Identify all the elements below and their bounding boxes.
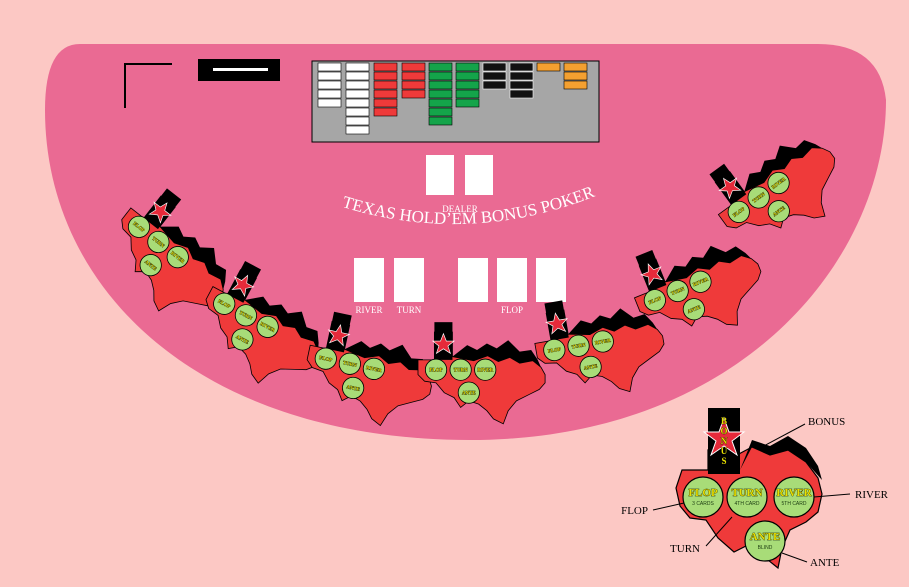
chip-orange [564,81,587,89]
legend-river-text: RIVER [776,487,813,499]
chip-white [318,72,341,80]
chip-black [483,72,506,80]
chip-green [429,117,452,125]
chip-orange [564,63,587,71]
chip-red [374,81,397,89]
chip-white [318,99,341,107]
chip-black [510,63,533,71]
legend-turn-text: TURN [731,487,762,499]
chip-white [346,72,369,80]
chip-red [374,99,397,107]
chip-black [510,72,533,80]
chip-red [374,90,397,98]
chip-black [483,81,506,89]
legend-turn-label: TURN [670,543,700,555]
river-card-box [354,258,384,302]
flop-card-box-1 [458,258,488,302]
chip-red [374,72,397,80]
chip-white [318,90,341,98]
dealer-card-box-2 [465,155,493,195]
chip-green [429,63,452,71]
legend-river-sub: 5TH CARD [781,501,806,507]
chip-green [456,99,479,107]
legend-bonus-b: B [721,416,727,426]
chip-red [402,90,425,98]
chip-white [346,126,369,134]
chip-green [456,90,479,98]
legend-flop-text: FLOP [688,487,718,499]
chip-green [429,108,452,116]
flop-card-box-2 [497,258,527,302]
legend-river-label: RIVER [855,489,889,501]
dealer-card-box-1 [426,155,454,195]
legend-ante-label: ANTE [810,557,840,569]
chip-white [346,99,369,107]
chip-green [456,81,479,89]
chip-white [346,81,369,89]
chip-black [483,63,506,71]
chip-red [374,108,397,116]
svg-text:N: N [721,436,728,446]
chip-black [510,81,533,89]
chip-orange [537,63,560,71]
legend-bonus-label: BONUS [808,416,845,428]
legend-flop-label: FLOP [621,505,648,517]
chip-green [456,72,479,80]
chip-white [346,108,369,116]
svg-text:S: S [721,456,726,466]
legend-flop-sub: 3 CARDS [692,501,714,507]
chip-green [429,72,452,80]
chip-red [402,63,425,71]
flop-card-box-3 [536,258,566,302]
chip-red [402,81,425,89]
chip-white [318,81,341,89]
chip-green [456,63,479,71]
svg-text:U: U [721,446,728,456]
chip-white [346,90,369,98]
turn-label: TURN [397,305,422,315]
river-label: RIVER [356,305,383,315]
chip-green [429,99,452,107]
turn-card-box [394,258,424,302]
svg-text:O: O [720,426,727,436]
chip-green [429,81,452,89]
chip-red [402,72,425,80]
chip-red [374,63,397,71]
chip-white [318,63,341,71]
legend-ante-sub: BLIND [758,545,773,551]
chip-green [429,90,452,98]
legend-ante-text: ANTE [750,531,781,543]
chip-white [346,117,369,125]
legend-turn-sub: 4TH CARD [734,501,759,507]
chip-black [510,90,533,98]
chip-orange [564,72,587,80]
chip-white [346,63,369,71]
flop-label: FLOP [501,305,523,315]
